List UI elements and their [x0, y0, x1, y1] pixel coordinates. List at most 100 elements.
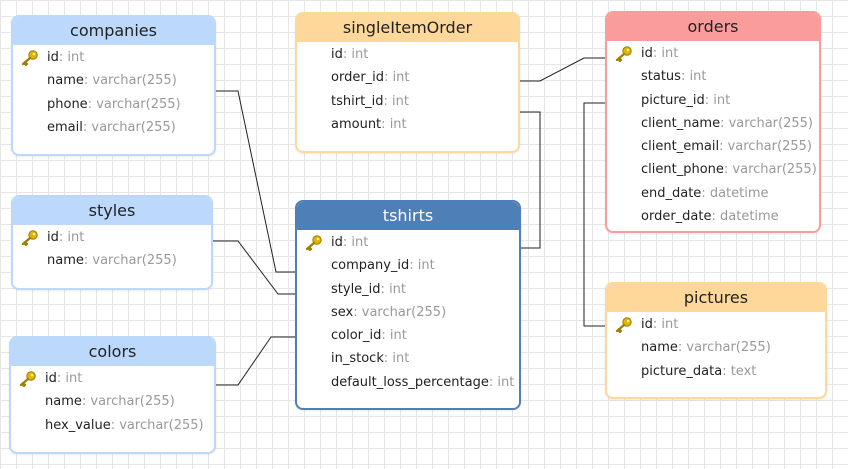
field-row[interactable]: id: int [607, 313, 825, 336]
field-type: int [67, 50, 85, 65]
link-companies-tshirts [213, 90, 298, 273]
field-name: sex [331, 304, 354, 320]
field-name: client_name [641, 115, 721, 131]
field-row[interactable]: end_date: datetime [607, 182, 819, 205]
field-type: int [417, 258, 435, 274]
field-name: id [331, 235, 343, 250]
field-row[interactable]: order_id: int [297, 66, 518, 89]
field-separator: : [82, 119, 92, 135]
link-singleitemorder-orders [518, 57, 608, 82]
field-type: int [392, 351, 410, 367]
field-row[interactable]: default_loss_percentage: int [297, 371, 519, 394]
field-type: varchar(255) [361, 304, 447, 320]
table-title: orders [607, 13, 819, 41]
field-row[interactable]: id: int [13, 46, 214, 69]
field-separator: : [677, 340, 687, 356]
field-type: int [67, 230, 85, 245]
field-type: int [392, 93, 409, 109]
field-name: id [641, 46, 653, 61]
field-separator: : [58, 50, 68, 65]
table-title: tshirts [297, 202, 519, 230]
field-row[interactable]: name: varchar(255) [607, 336, 825, 359]
field-separator: : [81, 394, 91, 410]
field-row[interactable]: id: int [607, 42, 819, 65]
field-row[interactable]: id: int [297, 231, 519, 254]
field-row[interactable]: phone: varchar(255) [13, 93, 214, 116]
field-separator: : [342, 47, 352, 62]
field-row[interactable]: style_id: int [297, 278, 519, 301]
field-row[interactable]: picture_id: int [607, 89, 819, 112]
field-row[interactable]: tshirt_id: int [297, 90, 518, 113]
field-name: id [47, 230, 59, 245]
field-name: hex_value [45, 417, 111, 433]
field-row[interactable]: client_email: varchar(255) [607, 135, 819, 158]
field-type: int [689, 69, 707, 85]
field-row[interactable]: name: varchar(255) [13, 249, 211, 272]
field-type: datetime [709, 185, 769, 201]
field-row[interactable]: color_id: int [297, 324, 519, 347]
field-row[interactable]: name: varchar(255) [13, 69, 214, 92]
field-separator: : [110, 417, 120, 433]
field-separator: : [87, 96, 97, 112]
field-type: varchar(255) [96, 96, 181, 112]
field-row[interactable]: hex_value: varchar(255) [11, 414, 214, 437]
field-name: tshirt_id [331, 93, 384, 109]
field-row[interactable]: amount: int [297, 113, 518, 136]
field-name: name [641, 340, 678, 356]
field-separator: : [711, 209, 720, 225]
field-type: int [661, 46, 679, 61]
field-separator: : [719, 139, 728, 155]
field-row[interactable]: in_stock: int [297, 347, 519, 370]
field-name: name [45, 394, 82, 410]
field-row[interactable]: status: int [607, 65, 819, 88]
field-name: name [47, 73, 84, 89]
table-title: pictures [607, 284, 825, 312]
field-type: int [389, 116, 407, 132]
field-type: int [389, 281, 407, 297]
field-type: varchar(255) [90, 394, 175, 410]
field-type: datetime [720, 209, 779, 225]
field-separator: : [380, 281, 390, 297]
field-type: int [497, 374, 515, 390]
field-row[interactable]: sex: varchar(255) [297, 301, 519, 324]
field-name: id [47, 50, 59, 65]
field-row[interactable]: picture_data: text [607, 360, 825, 383]
field-type: varchar(255) [119, 417, 204, 433]
field-separator: : [701, 185, 710, 201]
field-separator: : [83, 253, 93, 269]
link-styles-tshirts [213, 240, 298, 295]
field-row[interactable]: email: varchar(255) [13, 116, 214, 139]
field-name: company_id [331, 258, 410, 274]
field-separator: : [383, 93, 393, 109]
field-name: id [331, 47, 343, 62]
key-icon [21, 230, 39, 247]
field-separator: : [381, 328, 390, 344]
field-type: int [392, 70, 410, 86]
field-type: text [730, 363, 757, 379]
field-row[interactable]: client_name: varchar(255) [607, 112, 819, 135]
field-row[interactable]: client_phone: varchar(255) [607, 158, 819, 181]
field-row[interactable]: order_date: datetime [607, 205, 819, 228]
field-separator: : [680, 69, 690, 85]
field-type: int [713, 92, 731, 108]
field-row[interactable]: name: varchar(255) [11, 390, 214, 413]
field-name: order_date [641, 209, 712, 225]
link-singleitemorder-tshirts [518, 111, 541, 249]
field-row[interactable]: company_id: int [297, 254, 519, 277]
field-name: style_id [331, 281, 381, 297]
field-row[interactable]: id: int [11, 367, 214, 390]
field-row[interactable]: id: int [13, 226, 211, 249]
field-row[interactable]: id: int [297, 43, 518, 66]
